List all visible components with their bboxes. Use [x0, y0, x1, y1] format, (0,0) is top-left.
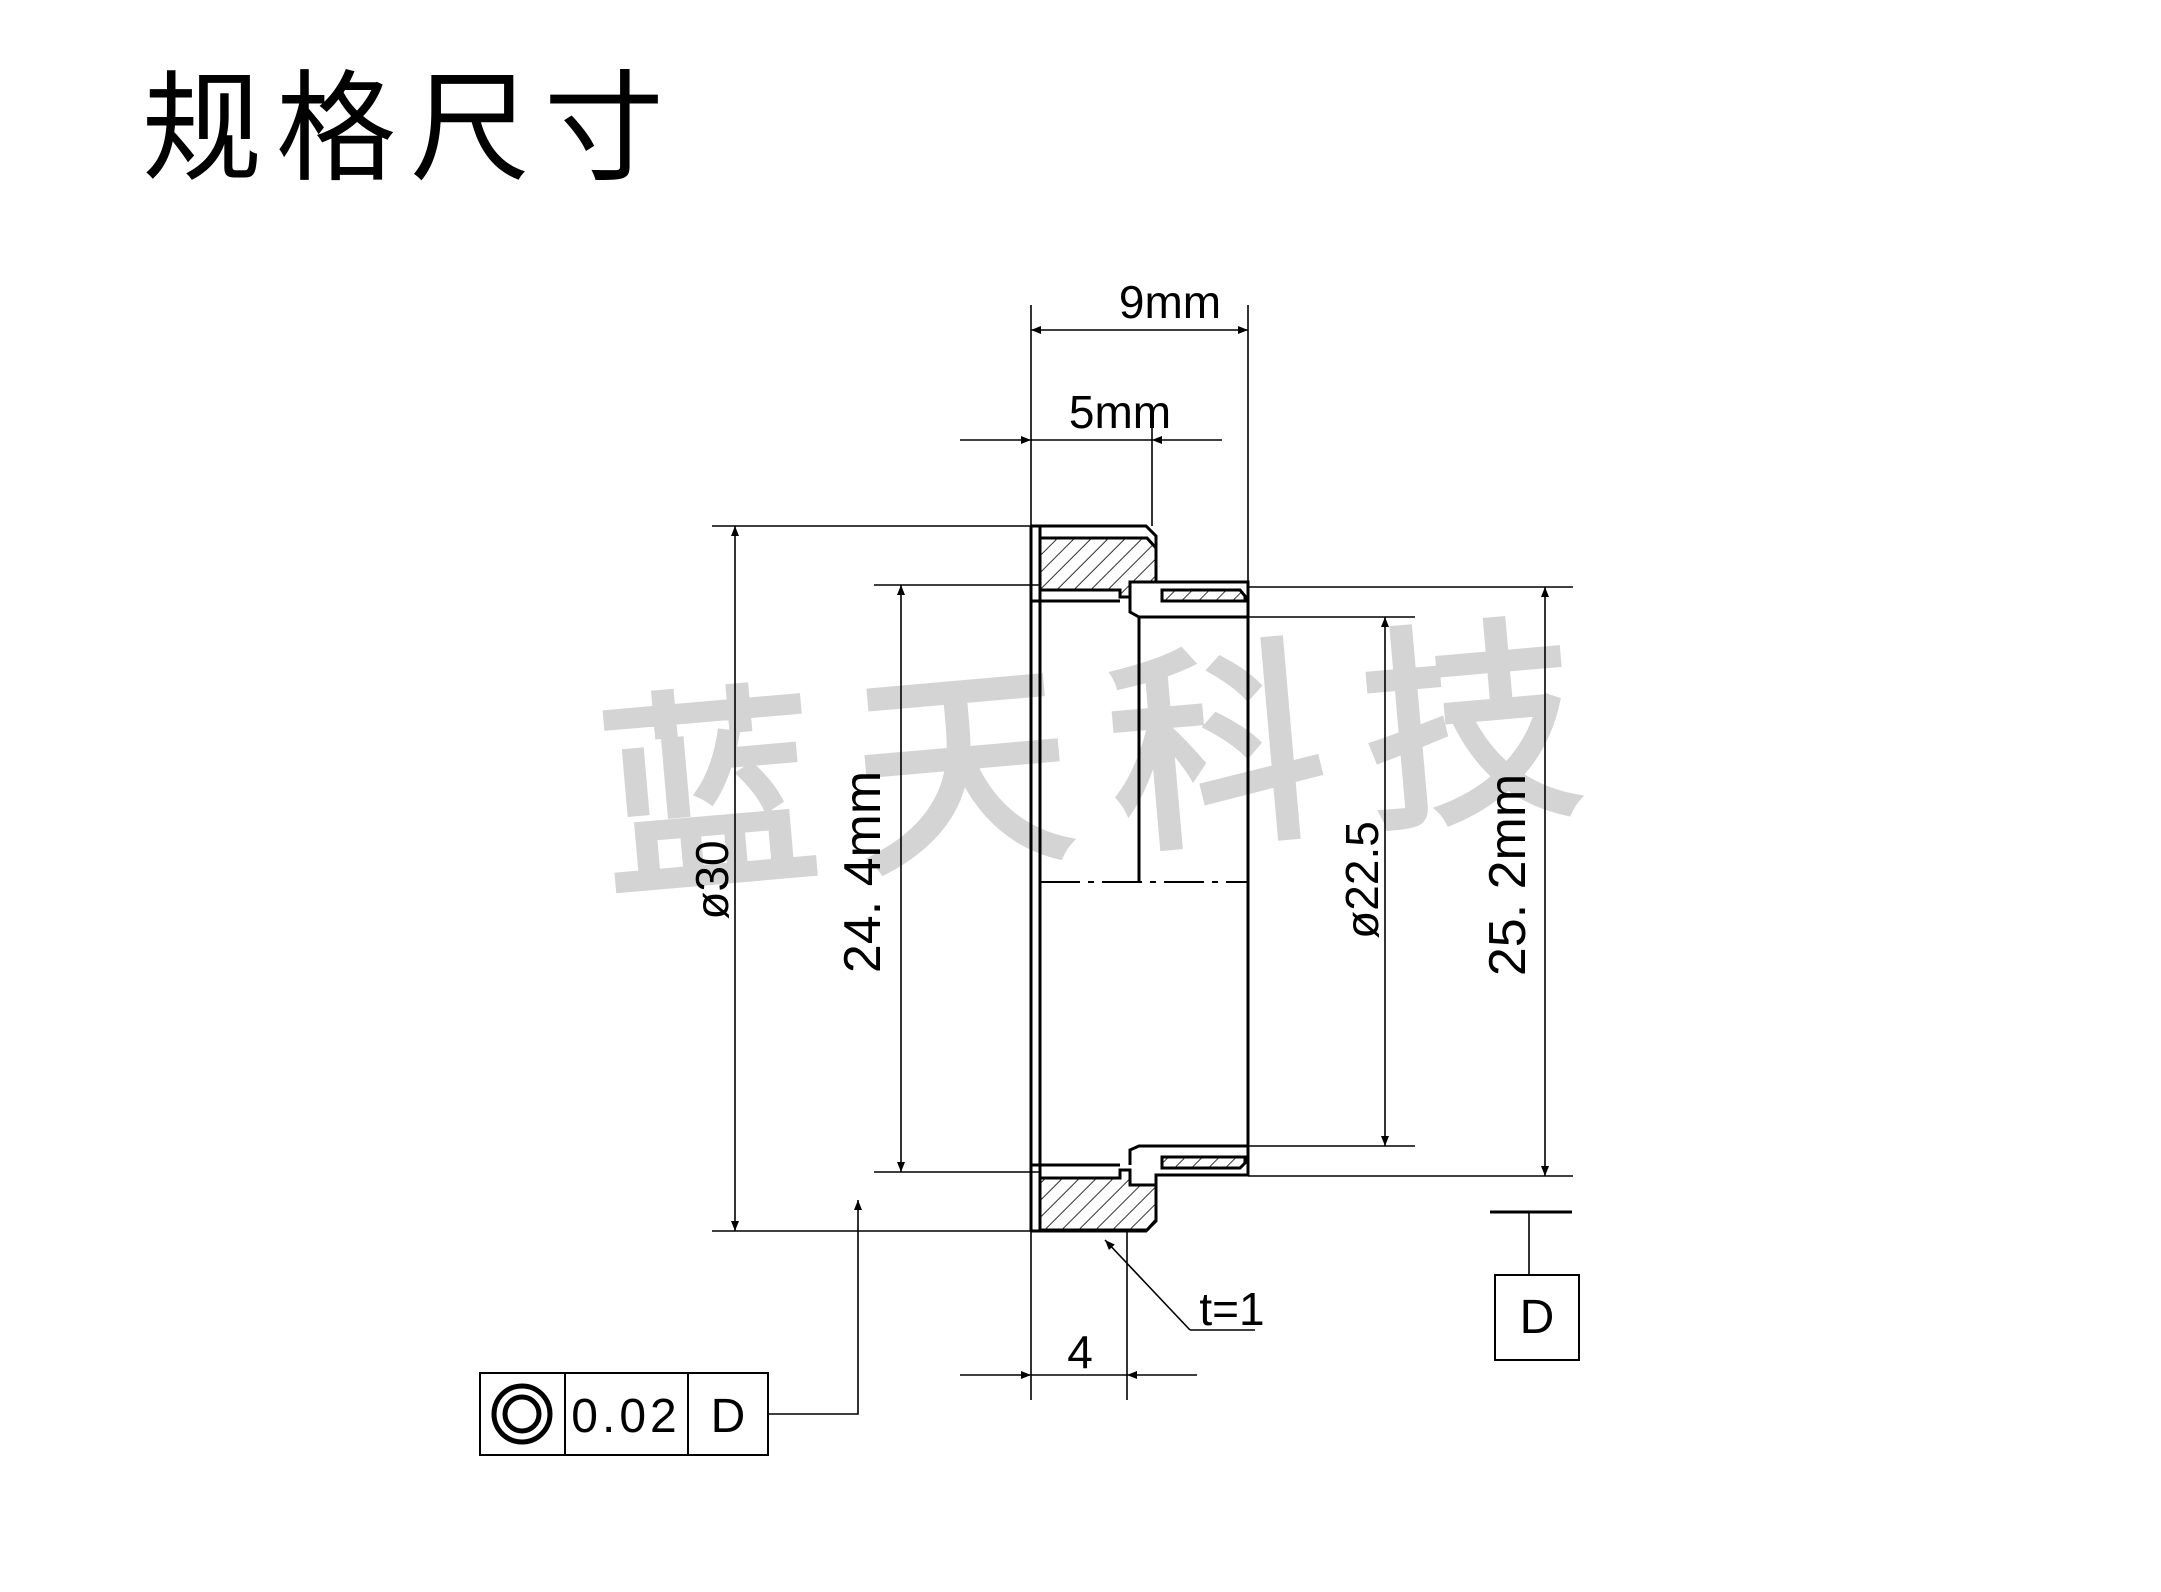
- thickness-leader: [1104, 1239, 1191, 1331]
- watermark: 蓝天科技: [591, 589, 1629, 930]
- dim-overall-width: 9mm: [1119, 276, 1221, 328]
- datum-box: D: [1494, 1274, 1580, 1361]
- upper-bore-step: [1128, 598, 1248, 619]
- page-title: 规格尺寸: [142, 60, 678, 199]
- dim-outer-diameter: ø30: [686, 840, 738, 919]
- tolerance-datum: D: [711, 1390, 746, 1443]
- lower-bore-step: [1128, 1144, 1248, 1165]
- lower-shoulder-hatch: [1160, 1155, 1247, 1170]
- part-cross-section: [1029, 524, 1250, 1233]
- tolerance-leader: [768, 1200, 862, 1415]
- concentricity-icon: [491, 1383, 553, 1445]
- dim-bore-diameter: ø22.5: [1336, 821, 1388, 939]
- upper-shoulder-hatch: [1160, 588, 1247, 603]
- dim-inner-height: 24. 4mm: [834, 771, 892, 973]
- watermark-text: 蓝天科技: [591, 589, 1629, 930]
- dimension-lines: [731, 326, 1572, 1415]
- dim-flange-width: 5mm: [1069, 386, 1171, 438]
- dim-lip-width: 4: [1067, 1326, 1093, 1378]
- tolerance-frame: 0.02 D: [479, 1372, 769, 1456]
- upper-section-hatch: [1038, 536, 1158, 599]
- dim-shoulder-height: 25. 2mm: [1479, 774, 1537, 976]
- datum-label: D: [1520, 1291, 1555, 1344]
- dimension-texts: 9mm 5mm ø30 24. 4mm ø22.5 25. 2mm 4 t=1: [686, 276, 1537, 1378]
- dim-thickness: t=1: [1199, 1283, 1264, 1335]
- tolerance-value: 0.02: [571, 1390, 680, 1443]
- lower-section-hatch: [1038, 1168, 1158, 1232]
